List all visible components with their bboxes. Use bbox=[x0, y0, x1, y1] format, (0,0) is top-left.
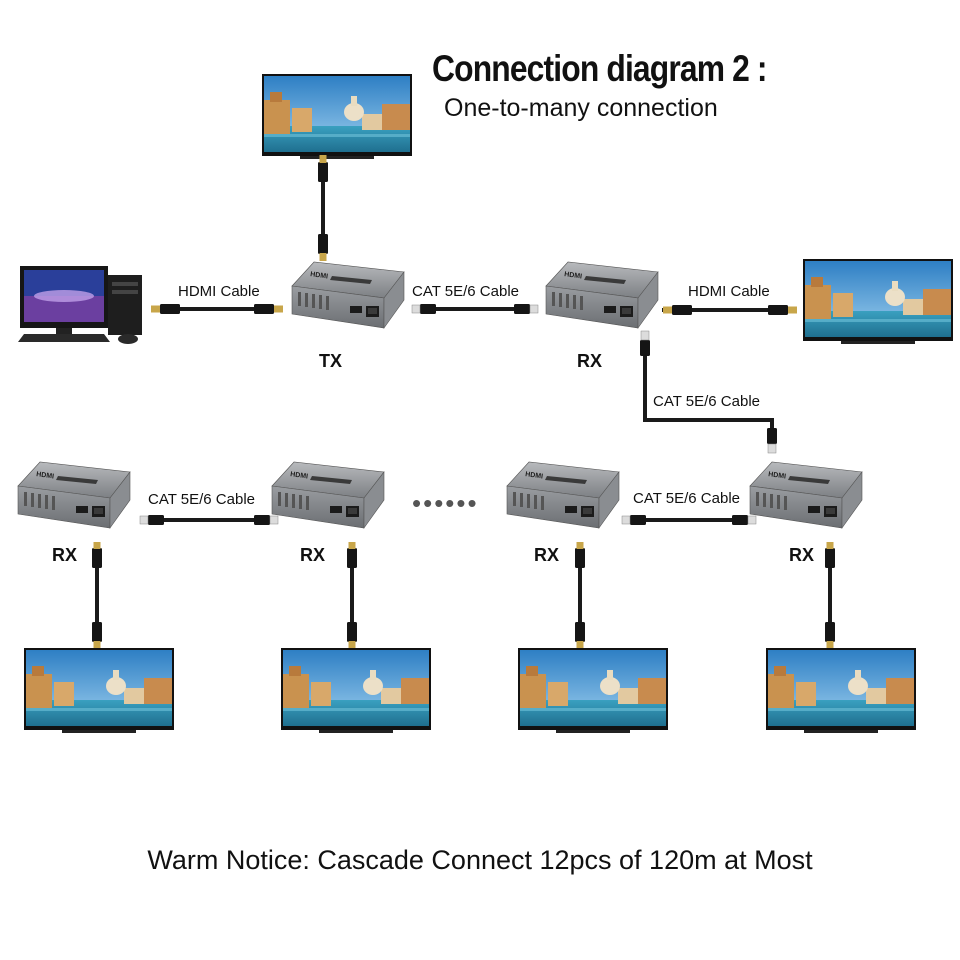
tv-bottom-2 bbox=[281, 648, 431, 733]
rj45-connector-rx2 bbox=[253, 514, 279, 526]
rx-4-device bbox=[749, 461, 863, 529]
tx-device bbox=[291, 261, 405, 329]
label-cat-cable-bottom-left: CAT 5E/6 Cable bbox=[148, 491, 255, 508]
rj45-connector-tx bbox=[411, 303, 437, 315]
hdmi-connector-pc bbox=[151, 304, 180, 314]
rx-2-device bbox=[271, 461, 385, 529]
rx-top-device bbox=[545, 261, 659, 329]
hdmi-cables-bottom bbox=[95, 556, 832, 640]
label-rx-4: RX bbox=[789, 545, 815, 565]
warm-notice: Warm Notice: Cascade Connect 12pcs of 12… bbox=[147, 845, 813, 875]
label-cat-cable-bottom-right: CAT 5E/6 Cable bbox=[633, 490, 740, 507]
tv-right bbox=[803, 259, 953, 344]
diagram-subtitle: One-to-many connection bbox=[444, 94, 718, 122]
tv-bottom-3 bbox=[518, 648, 668, 733]
label-rx-1: RX bbox=[52, 545, 78, 565]
tv-bottom-4 bbox=[766, 648, 916, 733]
label-rx-top: RX bbox=[577, 351, 603, 371]
label-hdmi-cable-left: HDMI Cable bbox=[178, 283, 260, 300]
rj45-connector-rx3 bbox=[621, 514, 647, 526]
rx-3-device bbox=[506, 461, 620, 529]
label-tx: TX bbox=[319, 351, 343, 371]
hdmi-connector-top bbox=[318, 155, 328, 261]
rx-1-device bbox=[17, 461, 131, 529]
label-cat-cable-vertical: CAT 5E/6 Cable bbox=[653, 393, 760, 410]
rj45-connector-rx-top-down bbox=[640, 330, 777, 454]
rj45-connector-rx1 bbox=[139, 514, 165, 526]
hdmi-connectors-bottom bbox=[92, 542, 835, 648]
hdmi-connector-tv-right bbox=[768, 305, 797, 315]
diagram-title: Connection diagram 2 : bbox=[432, 48, 768, 89]
label-rx-3: RX bbox=[534, 545, 560, 565]
label-cat-cable-top: CAT 5E/6 Cable bbox=[412, 283, 519, 300]
ellipsis-more-receivers: •••••• bbox=[412, 488, 479, 518]
tv-bottom-1 bbox=[24, 648, 174, 733]
rj45-connector-rx4 bbox=[731, 514, 757, 526]
hdmi-connector-tx bbox=[254, 304, 283, 314]
rj45-connector-rx-top bbox=[513, 303, 539, 315]
label-hdmi-cable-right: HDMI Cable bbox=[688, 283, 770, 300]
label-rx-2: RX bbox=[300, 545, 326, 565]
computer bbox=[18, 266, 142, 344]
hdmi-connector-rx-top bbox=[663, 305, 692, 315]
tv-top bbox=[262, 74, 412, 159]
